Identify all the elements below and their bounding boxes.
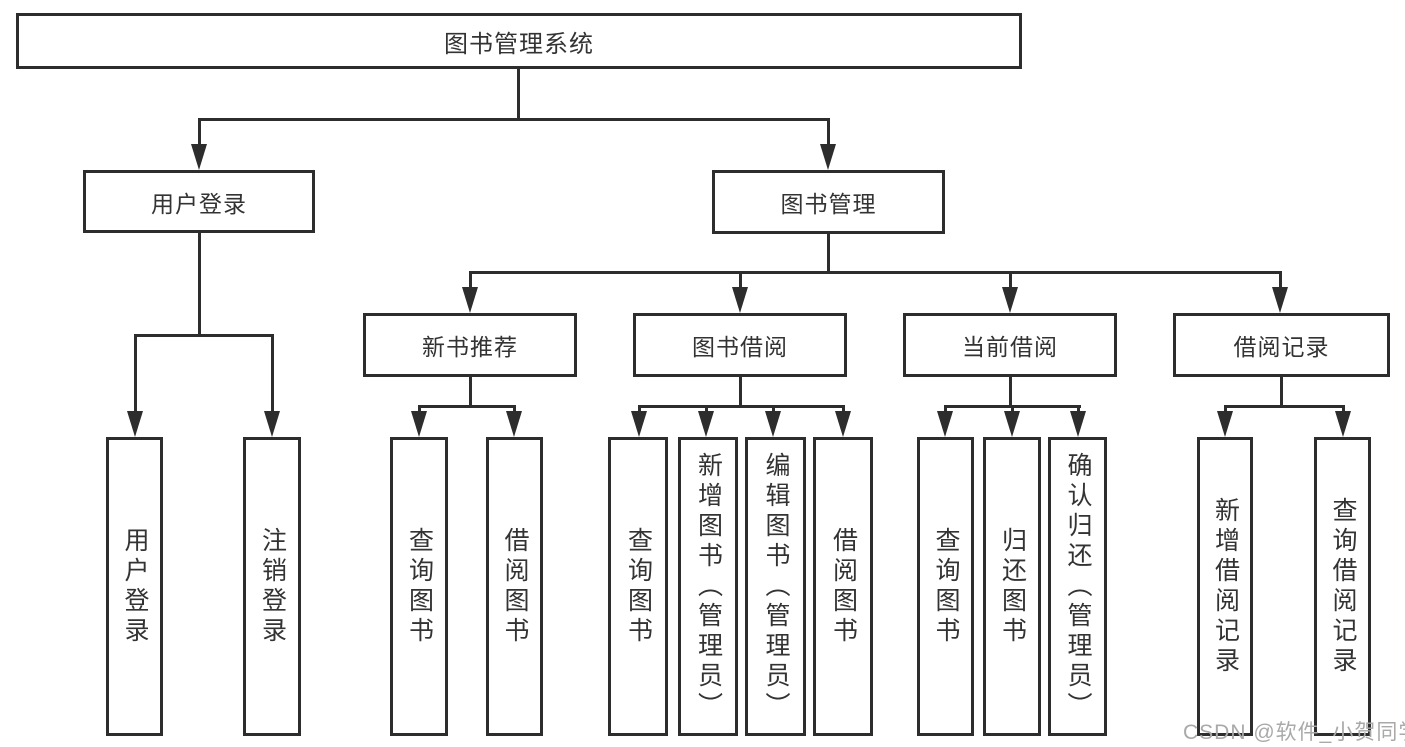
- node-book-borrowing: 图书借阅: [633, 313, 847, 377]
- connector-recommend-horizontal: [418, 405, 516, 408]
- connector-shaft-cb-return: [1011, 405, 1014, 413]
- connector-shaft-rec-query: [418, 405, 421, 413]
- leaf-borrowing-add-books-admin: 新增图书（管理员）: [678, 437, 738, 736]
- connector-records-horizontal: [1224, 405, 1345, 408]
- arrowhead-current-borrow: [1002, 287, 1018, 313]
- leaf-current-query-books: 查询图书: [917, 437, 974, 736]
- node-user-login: 用户登录: [83, 170, 315, 233]
- csdn-watermark: CSDN @软件_小贺同学: [1183, 721, 1405, 744]
- arrowhead-rec-borrow: [506, 411, 522, 437]
- connector-shaft-br-query: [1342, 405, 1345, 413]
- connector-borrowing-horizontal: [638, 405, 845, 408]
- arrowhead-user-login: [191, 144, 207, 170]
- connector-shaft-bb-edit: [772, 405, 775, 413]
- connector-shaft-login-leaf: [134, 334, 137, 411]
- arrowhead-borrow-records: [1272, 287, 1288, 313]
- leaf-current-confirm-return-admin: 确认归还（管理员）: [1048, 437, 1107, 736]
- connector-shaft-br-add: [1224, 405, 1227, 413]
- connector-shaft-user-login: [198, 120, 201, 146]
- node-new-book-recommend: 新书推荐: [363, 313, 577, 377]
- connector-shaft-current-borrow: [1009, 271, 1012, 287]
- connector-shaft-new-books: [469, 271, 472, 287]
- connector-root-horizontal: [198, 118, 830, 121]
- connector-root-vertical: [517, 69, 520, 120]
- arrowhead-rec-query: [411, 411, 427, 437]
- leaf-current-return-books: 归还图书: [983, 437, 1041, 736]
- connector-shaft-bb-borrow: [842, 405, 845, 413]
- connector-mgmt-horizontal: [469, 271, 1282, 274]
- connector-current-vertical: [1009, 377, 1012, 408]
- leaf-records-query-record: 查询借阅记录: [1314, 437, 1371, 736]
- arrowhead-bb-borrow: [835, 411, 851, 437]
- arrowhead-cb-query: [937, 411, 953, 437]
- leaf-logout: 注销登录: [243, 437, 301, 736]
- connector-recommend-vertical: [469, 377, 472, 408]
- connector-shaft-rec-borrow: [513, 405, 516, 413]
- leaf-records-add-record: 新增借阅记录: [1197, 437, 1253, 736]
- leaf-borrowing-edit-books-admin: 编辑图书（管理员）: [745, 437, 806, 736]
- connector-shaft-bb-query: [638, 405, 641, 413]
- arrowhead-br-query: [1335, 411, 1351, 437]
- leaf-user-login: 用户登录: [106, 437, 163, 736]
- node-current-borrowing: 当前借阅: [903, 313, 1117, 377]
- connector-shaft-cb-confirm: [1077, 405, 1080, 413]
- arrowhead-login-leaf: [127, 411, 143, 437]
- arrowhead-new-books: [462, 287, 478, 313]
- node-book-mgmt: 图书管理: [712, 170, 945, 234]
- leaf-recommend-borrow-books: 借阅图书: [486, 437, 543, 736]
- connector-shaft-book-mgmt: [827, 120, 830, 146]
- arrowhead-cb-return: [1004, 411, 1020, 437]
- arrowhead-logout-leaf: [264, 411, 280, 437]
- leaf-recommend-query-books: 查询图书: [390, 437, 448, 736]
- connector-mgmt-vertical: [827, 234, 830, 274]
- arrowhead-book-mgmt: [820, 144, 836, 170]
- arrowhead-cb-confirm: [1070, 411, 1086, 437]
- node-library-management-system: 图书管理系统: [16, 13, 1022, 69]
- arrowhead-bb-edit: [765, 411, 781, 437]
- connector-shaft-book-borrow: [739, 271, 742, 287]
- connector-records-vertical: [1280, 377, 1283, 408]
- arrowhead-book-borrow: [732, 287, 748, 313]
- node-borrowing-records: 借阅记录: [1173, 313, 1390, 377]
- connector-shaft-borrow-records: [1279, 271, 1282, 287]
- connector-userlogin-vertical: [198, 233, 201, 337]
- arrowhead-br-add: [1217, 411, 1233, 437]
- connector-shaft-cb-query: [944, 405, 947, 413]
- connector-borrowing-vertical: [739, 377, 742, 408]
- arrowhead-bb-add: [698, 411, 714, 437]
- leaf-borrowing-query-books: 查询图书: [608, 437, 668, 736]
- arrowhead-bb-query: [631, 411, 647, 437]
- connector-shaft-bb-add: [705, 405, 708, 413]
- leaf-borrowing-borrow-books: 借阅图书: [813, 437, 873, 736]
- connector-shaft-logout-leaf: [271, 334, 274, 411]
- connector-userlogin-horizontal: [134, 334, 274, 337]
